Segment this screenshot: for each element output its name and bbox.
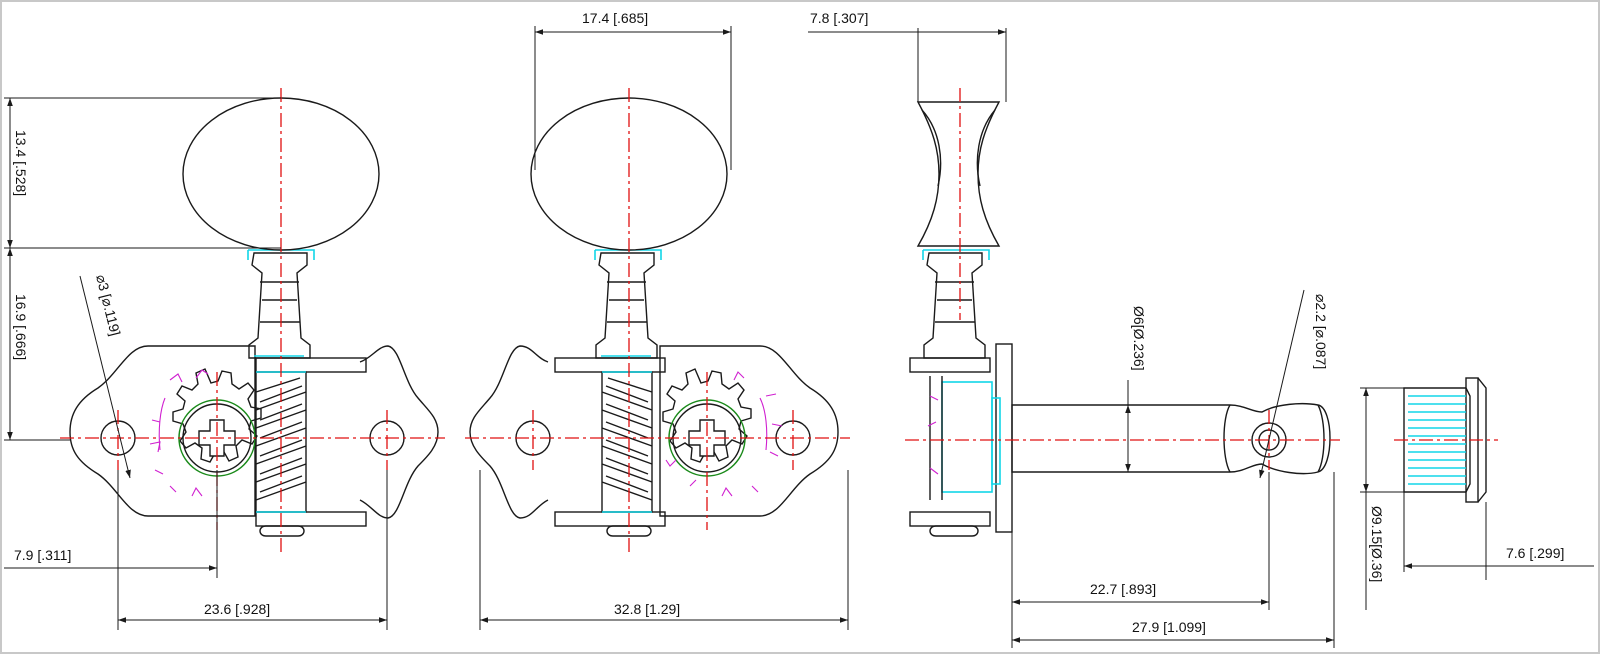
worm-shaft [255,357,367,527]
dim-post-length-to-hole: 22.7 [.893] [1090,581,1156,597]
dim-shaft-height: 16.9 [.666] [13,294,29,360]
front-view-mirrored [465,88,850,552]
dimension-lines [4,26,1594,648]
dim-post-diameter: Ø6[Ø.236] [1131,306,1147,371]
button-side [916,101,1001,247]
dim-screw-hole: ⌀3 [⌀.119] [93,273,124,338]
side-view [905,88,1340,537]
dim-plate-width: 32.8 [1.29] [614,601,680,617]
dim-string-hole: ⌀2.2 [⌀.087] [1313,294,1329,369]
mounting-plate [69,345,256,517]
dim-gear-offset: 7.9 [.311] [14,547,71,563]
engraving-right [665,371,783,497]
bushing-view [1394,377,1498,503]
mounting-plate-right-lobe [359,345,439,519]
dim-bushing-diameter: Ø9.15[Ø.36] [1369,506,1385,582]
dim-plate-hole-span: 23.6 [.928] [204,601,270,617]
worm-shaft-mirrored [554,357,666,527]
dim-post-length: 27.9 [1.099] [1132,619,1206,635]
side-gear-highlight [941,381,993,493]
bushing-knurl [1408,395,1466,485]
string-post [1011,403,1331,475]
dim-bushing-length: 7.6 [.299] [1506,545,1564,561]
dim-button-height: 13.4 [.528] [13,130,29,196]
engraving-left [149,369,209,497]
dim-button-width: 17.4 [.685] [582,10,648,26]
mounting-plate-mirrored [659,345,839,517]
dimension-labels: 13.4 [.528] 16.9 [.666] ⌀3 [⌀.119] 7.9 [… [13,10,1564,635]
dim-button-thickness: 7.8 [.307] [810,10,868,26]
side-plate [995,343,1013,533]
